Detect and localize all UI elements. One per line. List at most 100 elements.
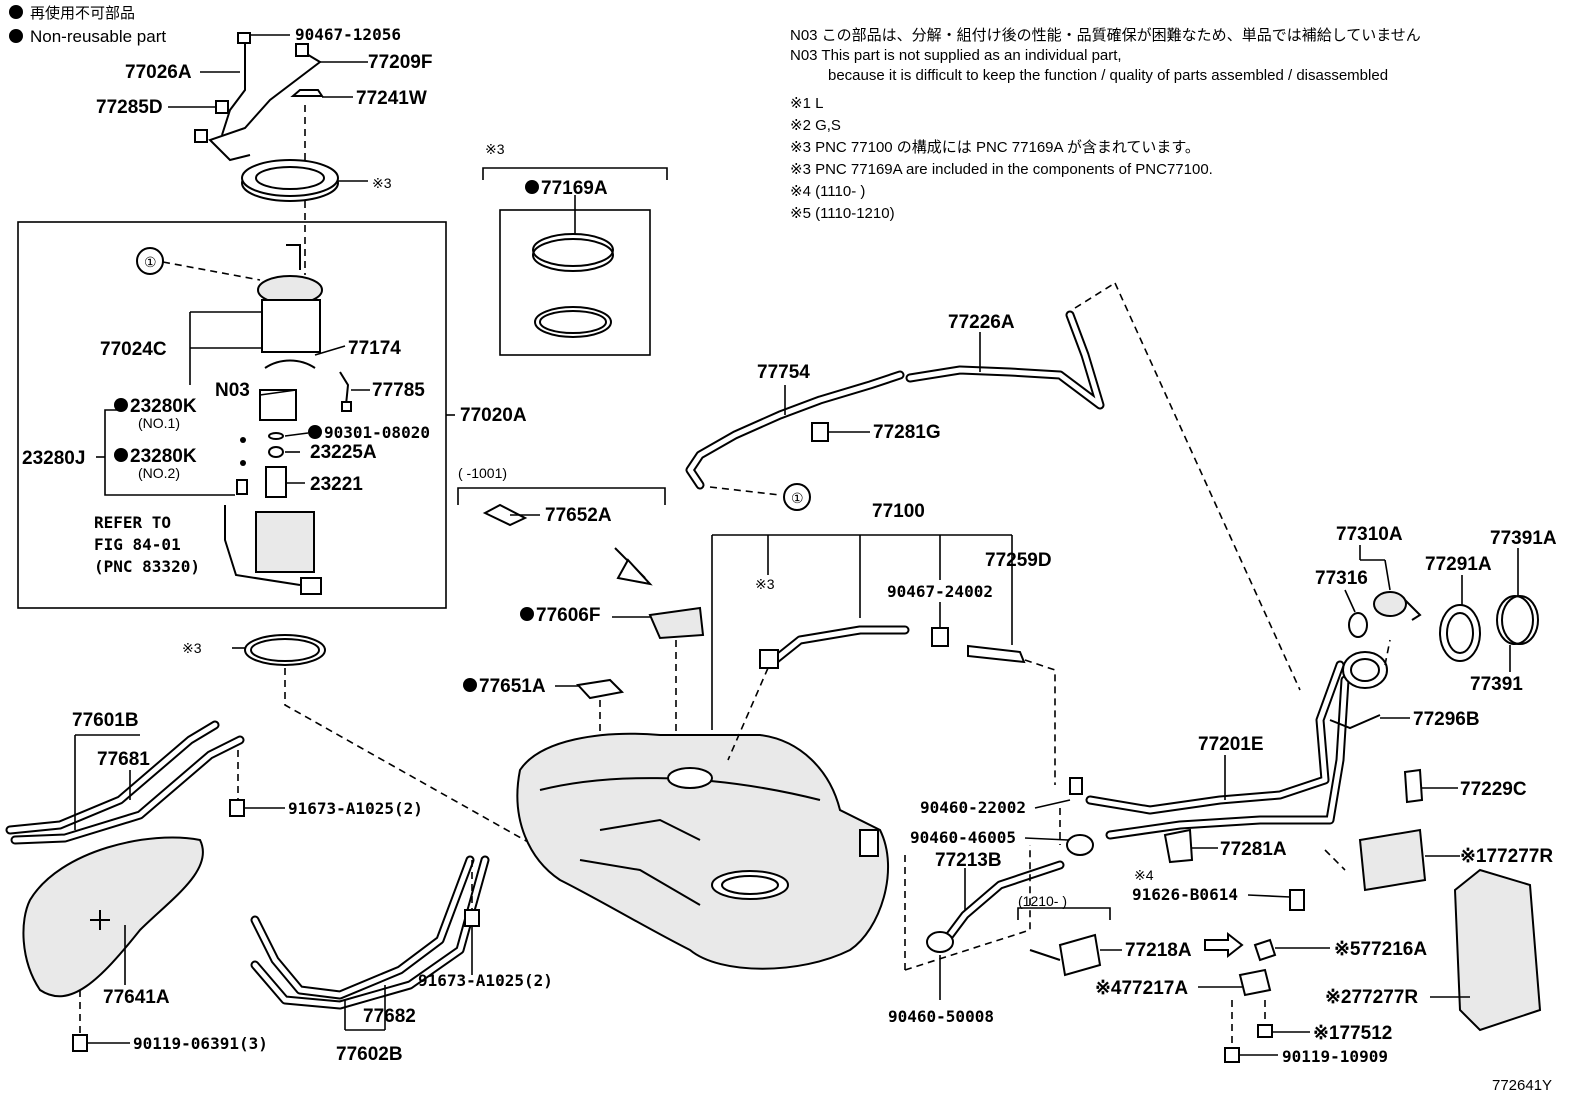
non-reusable-dot-icon bbox=[114, 398, 128, 412]
bolt-91673-2 bbox=[464, 909, 480, 927]
harness-connector bbox=[300, 577, 322, 595]
label-23280K-1: 23280K bbox=[130, 396, 197, 417]
label-range-1001: ( -1001) bbox=[458, 465, 507, 481]
note-n03-en-2: because it is difficult to keep the func… bbox=[828, 67, 1388, 84]
label-77174: 77174 bbox=[348, 338, 401, 359]
kit-oring bbox=[534, 306, 612, 338]
label-77213B: 77213B bbox=[935, 850, 1002, 871]
tank-shell bbox=[516, 732, 889, 970]
range-bracket bbox=[457, 487, 666, 505]
tube-77754 bbox=[685, 370, 905, 490]
label-77602B: 77602B bbox=[336, 1044, 403, 1065]
clip-77285D bbox=[215, 100, 229, 114]
direction-arrow-icon bbox=[616, 558, 653, 586]
bolt-90119-10909 bbox=[1224, 1047, 1240, 1063]
label-77218A: 77218A bbox=[1125, 940, 1192, 961]
lock-ring-top bbox=[241, 159, 339, 197]
marker-dot bbox=[240, 460, 246, 466]
tube-77259D bbox=[967, 644, 1026, 664]
label-refer-to: REFER TO bbox=[94, 513, 171, 532]
sender-body bbox=[261, 299, 321, 353]
part-77174 bbox=[264, 359, 316, 369]
pad-77651A bbox=[575, 678, 625, 700]
label-77391A: 77391A bbox=[1490, 528, 1557, 549]
label-77024C: 77024C bbox=[100, 339, 167, 360]
label-77601B: 77601B bbox=[72, 710, 139, 731]
nut-77512 bbox=[1257, 1024, 1273, 1038]
oring-90301 bbox=[268, 432, 284, 440]
lower-hoses bbox=[904, 808, 1194, 971]
harness bbox=[224, 505, 301, 586]
label-77026A: 77026A bbox=[125, 62, 192, 83]
label-77652A: 77652A bbox=[545, 505, 612, 526]
label-90460-22002: 90460-22002 bbox=[920, 798, 1026, 817]
label-23225A: 23225A bbox=[310, 442, 377, 463]
label-77100: 77100 bbox=[872, 501, 925, 522]
protector-slot bbox=[90, 910, 110, 930]
label-77169A: 77169A bbox=[541, 178, 608, 199]
part-23221 bbox=[265, 466, 287, 498]
lower-left-straps bbox=[5, 720, 490, 1052]
tube-77226A-inner bbox=[907, 312, 1103, 408]
filler-neck-inner bbox=[1350, 658, 1380, 682]
gasket-ring bbox=[244, 634, 326, 666]
label-91673-A1025-2: 91673-A1025(2) bbox=[418, 971, 553, 990]
label-77606F: 77606F bbox=[536, 605, 600, 626]
leader bbox=[1344, 589, 1356, 613]
assembly-box bbox=[17, 221, 447, 609]
label-77641A: 77641A bbox=[103, 987, 170, 1008]
clamp-90460-22002 bbox=[1069, 777, 1083, 795]
label-77296B: 77296B bbox=[1413, 709, 1480, 730]
ring-77391-back bbox=[1501, 595, 1539, 645]
vent-hose-inner bbox=[772, 627, 908, 663]
circle-1-marker bbox=[136, 247, 164, 275]
kit-lock-ring-top bbox=[532, 233, 614, 267]
label-77229C: 77229C bbox=[1460, 779, 1527, 800]
leader-dash bbox=[709, 486, 781, 496]
note-n03-jp: N03 この部品は、分解・組付け後の性能・品質確保が困難なため、単品では補給して… bbox=[790, 26, 1421, 44]
label-177512: ※177512 bbox=[1313, 1023, 1392, 1044]
label-90119-10909: 90119-10909 bbox=[1282, 1047, 1388, 1066]
strap-77601B-inner bbox=[7, 722, 218, 833]
tank-pump-opening-inner bbox=[721, 875, 779, 895]
label-277277R: ※277277R bbox=[1325, 987, 1418, 1008]
leader bbox=[1384, 559, 1391, 591]
tank-rib bbox=[579, 859, 701, 906]
label-box3: ※3 bbox=[485, 141, 505, 157]
cap-tether bbox=[1404, 599, 1422, 621]
clamp-77281G bbox=[811, 422, 829, 442]
clamp-77281A bbox=[1163, 828, 1194, 864]
strap-77602B-inner bbox=[252, 857, 488, 1008]
align-dash bbox=[1384, 639, 1391, 666]
label-ref3-gasket: ※3 bbox=[182, 640, 202, 656]
label-77785: 77785 bbox=[372, 380, 425, 401]
label-ref3-ring: ※3 bbox=[372, 175, 392, 191]
connector bbox=[341, 401, 352, 412]
label-91626-B0614: 91626-B0614 bbox=[1132, 885, 1238, 904]
label-77226A: 77226A bbox=[948, 312, 1015, 333]
part-23225A bbox=[268, 446, 284, 458]
label-77259D: 77259D bbox=[985, 550, 1052, 571]
protector-77652A bbox=[482, 503, 528, 527]
non-reusable-dot-icon bbox=[308, 425, 322, 439]
filler-pipe-inner bbox=[1087, 662, 1343, 813]
part-n03 bbox=[259, 389, 297, 421]
leader bbox=[1247, 894, 1291, 898]
label-range-1210: (1210- ) bbox=[1018, 893, 1067, 909]
non-reusable-bullet-icon bbox=[9, 5, 23, 19]
gasket-77291A-inner bbox=[1446, 612, 1474, 654]
top-left-parts bbox=[194, 32, 339, 275]
non-reusable-dot-icon bbox=[520, 607, 534, 621]
label-77291A: 77291A bbox=[1425, 554, 1492, 575]
leader bbox=[1024, 837, 1069, 841]
protector-77218A bbox=[1058, 933, 1102, 977]
bolt-91673-1 bbox=[229, 799, 245, 817]
label-77217A: ※477217A bbox=[1095, 978, 1188, 999]
clip-90467-12056 bbox=[237, 32, 251, 44]
bracket-line bbox=[1029, 949, 1061, 961]
leader-lines bbox=[74, 34, 1519, 1056]
leader bbox=[1034, 799, 1071, 809]
leader-dash bbox=[1074, 282, 1116, 309]
